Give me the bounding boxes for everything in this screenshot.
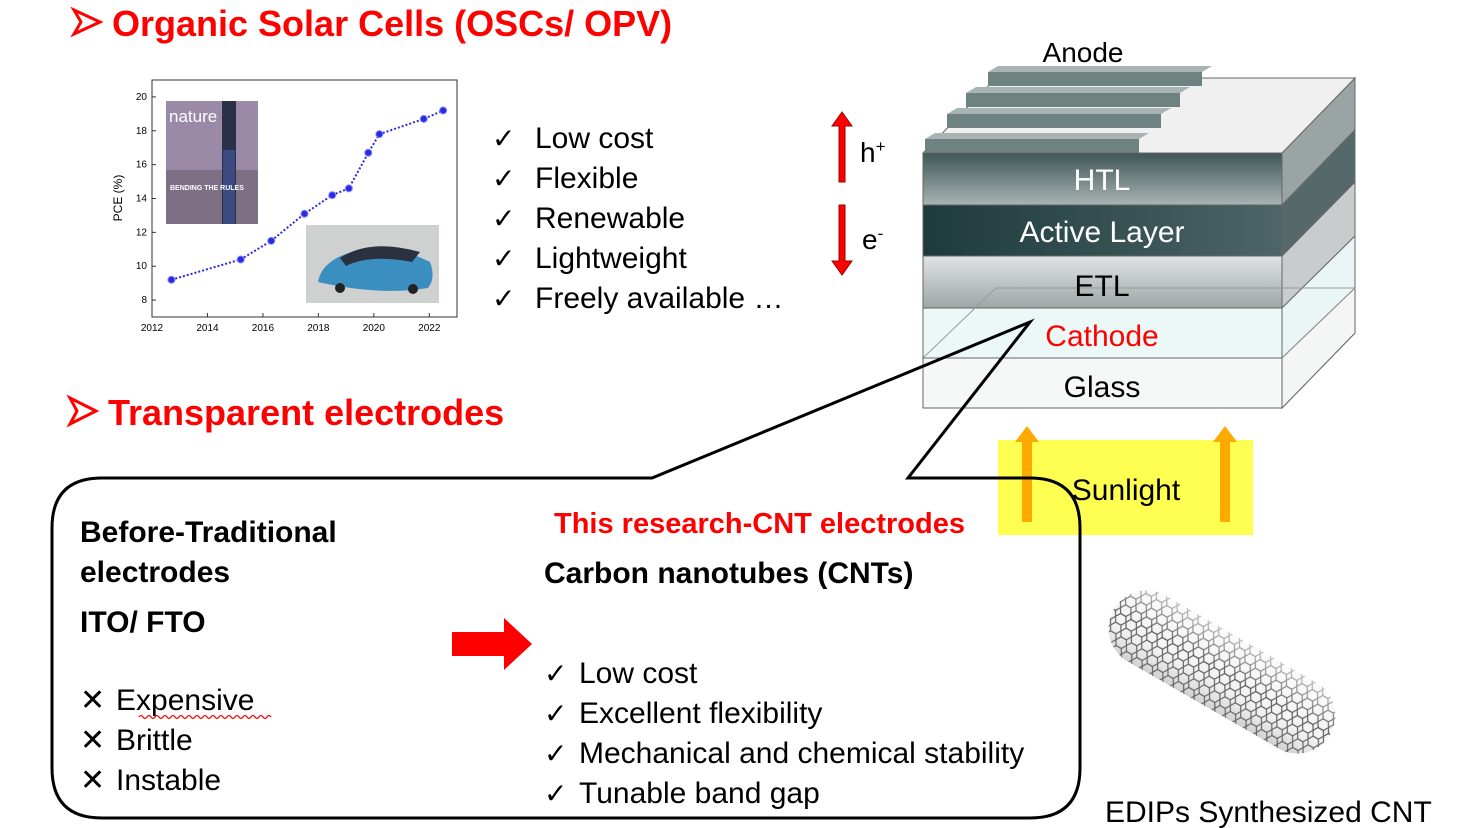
check-icon: ✓	[492, 123, 515, 154]
benefit-item: Flexible	[535, 162, 638, 195]
x-tick-label: 2018	[307, 323, 330, 334]
x-tick-label: 2020	[363, 323, 386, 334]
sunlight-arrow-icon	[1015, 426, 1039, 522]
x-tick-label: 2012	[141, 323, 164, 334]
right-arrow-icon	[452, 618, 532, 670]
con-item: Expensive	[116, 684, 254, 717]
layer-label-htl: HTL	[1074, 164, 1131, 197]
arrow-bullet-icon	[66, 394, 100, 428]
check-icon: ✓	[492, 243, 515, 274]
y-axis-label: PCE (%)	[111, 175, 125, 222]
electrode-callout: Before-Traditional electrodes ITO/ FTO ✕…	[50, 318, 1082, 820]
pce-chart: 8 10 12 14 16 18 20 2012 2014 2016 2018 2020 2022 PC…	[111, 79, 458, 334]
layer-htl	[922, 152, 1283, 206]
y-tick-label: 16	[136, 160, 148, 171]
spellcheck-underline	[138, 714, 272, 720]
cnt-title: Carbon nanotubes (CNTs)	[544, 557, 913, 590]
hole-symbol: h	[860, 137, 876, 168]
benefit-item: Freely available …	[535, 282, 783, 315]
cnt-image	[1108, 590, 1336, 754]
pro-item: Low cost	[579, 657, 698, 690]
solar-car-image	[306, 225, 439, 303]
arrow-bullet-icon	[70, 6, 104, 38]
data-point	[236, 255, 245, 264]
con-item: Brittle	[116, 724, 193, 757]
con-item: Instable	[116, 764, 221, 797]
anode-label: Anode	[1043, 37, 1124, 68]
layer-label-cathode: Cathode	[1045, 320, 1158, 353]
sunlight-label: Sunlight	[1072, 474, 1181, 507]
check-icon: ✓	[492, 163, 515, 194]
data-point	[344, 184, 353, 193]
data-point	[300, 209, 309, 218]
cnt-caption: EDIPs Synthesized CNT	[1105, 796, 1432, 828]
electron-label: e-	[862, 224, 883, 255]
layer-cathode	[922, 307, 1283, 359]
y-tick-label: 12	[136, 227, 148, 238]
anode-strips	[925, 66, 1212, 153]
before-title-2: electrodes	[80, 556, 230, 589]
cover-line: BENDING THE RULES	[170, 185, 244, 192]
hole-label: h+	[860, 137, 886, 168]
check-icon: ✓	[492, 203, 515, 234]
heading-osc: Organic Solar Cells (OSCs/ OPV)	[70, 3, 672, 44]
data-point	[328, 191, 337, 200]
electron-arrow: e-	[831, 204, 883, 276]
x-tick-label: 2016	[252, 323, 275, 334]
sunlight-arrow-icon	[1213, 426, 1237, 522]
heading-te-text: Transparent electrodes	[108, 392, 504, 433]
data-point	[439, 106, 448, 115]
x-icon: ✕	[80, 724, 105, 757]
check-icon: ✓	[544, 698, 567, 729]
check-icon: ✓	[544, 738, 567, 769]
y-tick-label: 20	[136, 92, 148, 103]
data-point	[375, 130, 384, 139]
data-point	[167, 275, 176, 284]
layer-label-glass: Glass	[1064, 371, 1141, 404]
research-title: This research-CNT electrodes	[554, 508, 965, 540]
electron-symbol: e	[862, 224, 878, 255]
before-title-1: Before-Traditional	[80, 516, 337, 549]
check-icon: ✓	[544, 658, 567, 689]
layer-active	[922, 204, 1283, 257]
check-icon: ✓	[544, 778, 567, 809]
series-line	[171, 109, 444, 281]
pro-item: Excellent flexibility	[579, 697, 822, 730]
sunlight: Sunlight	[998, 426, 1253, 535]
nature-logo: nature	[169, 107, 217, 126]
heading-transparent-electrodes: Transparent electrodes	[66, 392, 504, 433]
benefit-item: Lightweight	[535, 242, 687, 275]
layer-label-etl: ETL	[1074, 270, 1129, 303]
electron-sup: -	[878, 224, 884, 243]
pro-item: Tunable band gap	[579, 777, 820, 810]
before-material: ITO/ FTO	[80, 606, 206, 639]
x-tick-label: 2014	[196, 323, 219, 334]
data-point	[267, 236, 276, 245]
y-tick-label: 14	[136, 194, 148, 205]
benefit-item: Renewable	[535, 202, 685, 235]
y-tick-label: 8	[141, 295, 147, 306]
nature-cover-image: nature BENDING THE RULES	[166, 101, 258, 224]
x-icon: ✕	[80, 764, 105, 797]
osc-benefits-list: ✓ Low cost ✓ Flexible ✓ Renewable ✓ Lightweight…	[492, 122, 783, 315]
benefit-item: Low cost	[535, 122, 654, 155]
hole-arrow: h+	[831, 111, 886, 183]
heading-osc-text: Organic Solar Cells (OSCs/ OPV)	[112, 3, 672, 44]
x-icon: ✕	[80, 684, 105, 717]
data-point	[364, 148, 373, 157]
check-icon: ✓	[492, 283, 515, 314]
x-tick-label: 2022	[418, 323, 441, 334]
y-tick-label: 10	[136, 261, 148, 272]
device-stack: Anode HTL Active Layer ETL Cathode Glass	[921, 37, 1357, 410]
y-tick-label: 18	[136, 126, 148, 137]
pro-item: Mechanical and chemical stability	[579, 737, 1024, 770]
layer-label-active: Active Layer	[1019, 216, 1184, 249]
layer-etl	[922, 255, 1283, 309]
hole-sup: +	[876, 137, 886, 156]
data-point	[419, 114, 428, 123]
